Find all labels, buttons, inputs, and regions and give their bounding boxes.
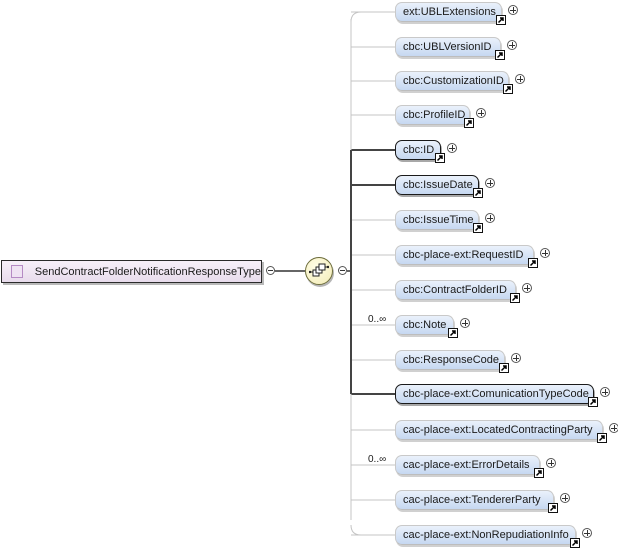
trunk-bottom-corner [350, 524, 362, 536]
reference-arrow-icon[interactable] [534, 468, 544, 478]
reference-arrow-icon[interactable] [473, 223, 483, 233]
element-name: cbc:ProfileID [403, 109, 466, 121]
element-node[interactable]: cbc:Note [395, 315, 454, 335]
element-name: cac-place-ext:ErrorDetails [403, 459, 530, 471]
element-node[interactable]: cac-place-ext:LocatedContractingParty [395, 420, 603, 440]
sequence-compositor[interactable] [305, 257, 333, 285]
expand-button[interactable] [485, 213, 495, 223]
element-node[interactable]: cbc:ResponseCode [395, 350, 505, 370]
reference-arrow-icon[interactable] [503, 84, 513, 94]
expand-button[interactable] [522, 283, 532, 293]
expand-button[interactable] [485, 178, 495, 188]
root-type-label: SendContractFolderNotificationResponseTy… [34, 265, 261, 278]
element-node[interactable]: cac-place-ext:ErrorDetails [395, 455, 540, 475]
element-name: cbc:ResponseCode [403, 354, 500, 366]
expand-button[interactable] [546, 458, 556, 468]
element-node[interactable]: cac-place-ext:NonRepudiationInfo [395, 525, 576, 545]
element-node[interactable]: cbc:UBLVersionID [395, 37, 501, 57]
root-type-box[interactable]: SendContractFolderNotificationResponseTy… [1, 260, 262, 283]
element-node[interactable]: cbc:IssueDate [395, 175, 479, 195]
element-name: cbc-place-ext:ComunicationTypeCode [403, 388, 589, 400]
element-name: cac-place-ext:NonRepudiationInfo [403, 529, 569, 541]
element-name: cbc:ID [403, 144, 435, 156]
element-name: cac-place-ext:LocatedContractingParty [403, 424, 593, 436]
complex-type-icon [11, 265, 23, 278]
reference-arrow-icon[interactable] [464, 118, 474, 128]
occurrence-label: 0..∞ [368, 314, 387, 325]
reference-arrow-icon[interactable] [570, 538, 580, 548]
reference-arrow-icon[interactable] [597, 433, 607, 443]
element-node[interactable]: cbc:CustomizationID [395, 71, 509, 91]
reference-arrow-icon[interactable] [496, 15, 506, 25]
expand-button[interactable] [582, 528, 592, 538]
reference-arrow-icon[interactable] [588, 397, 598, 407]
element-node[interactable]: cbc-place-ext:ComunicationTypeCode [395, 384, 594, 404]
element-node[interactable]: ext:UBLExtensions [395, 2, 502, 22]
reference-arrow-icon[interactable] [448, 328, 458, 338]
reference-arrow-icon[interactable] [548, 503, 558, 513]
expand-button[interactable] [540, 248, 550, 258]
expand-button[interactable] [508, 5, 518, 15]
reference-arrow-icon[interactable] [435, 153, 445, 163]
element-name: cbc:IssueTime [403, 214, 474, 226]
expand-button[interactable] [600, 387, 610, 397]
expand-button[interactable] [460, 318, 470, 328]
element-name: cbc-place-ext:RequestID [403, 249, 524, 261]
reference-arrow-icon[interactable] [473, 188, 483, 198]
reference-arrow-icon[interactable] [528, 258, 538, 268]
element-name: cbc:IssueDate [403, 179, 473, 191]
element-name: cbc:ContractFolderID [403, 284, 507, 296]
expand-button[interactable] [476, 108, 486, 118]
element-node[interactable]: cbc:IssueTime [395, 210, 479, 230]
expand-button[interactable] [511, 353, 521, 363]
collapse-root-button[interactable] [266, 266, 275, 275]
element-node[interactable]: cbc-place-ext:RequestID [395, 245, 534, 265]
element-node[interactable]: cbc:ProfileID [395, 105, 470, 125]
element-node[interactable]: cbc:ContractFolderID [395, 280, 516, 300]
sequence-icon [309, 263, 329, 277]
element-name: cbc:UBLVersionID [403, 41, 492, 53]
element-name: cac-place-ext:TendererParty [403, 494, 541, 506]
reference-arrow-icon[interactable] [499, 363, 509, 373]
reference-arrow-icon[interactable] [510, 293, 520, 303]
expand-button[interactable] [447, 143, 457, 153]
collapse-sequence-button[interactable] [338, 266, 347, 275]
element-name: ext:UBLExtensions [403, 6, 496, 18]
expand-button[interactable] [609, 423, 618, 433]
expand-button[interactable] [560, 493, 570, 503]
element-node[interactable]: cbc:ID [395, 140, 441, 160]
expand-button[interactable] [507, 40, 517, 50]
element-name: cbc:CustomizationID [403, 75, 504, 87]
trunk-top-corner [350, 11, 362, 23]
reference-arrow-icon[interactable] [495, 50, 505, 60]
occurrence-label: 0..∞ [368, 454, 387, 465]
expand-button[interactable] [515, 74, 525, 84]
element-name: cbc:Note [403, 319, 447, 331]
element-node[interactable]: cac-place-ext:TendererParty [395, 490, 554, 510]
